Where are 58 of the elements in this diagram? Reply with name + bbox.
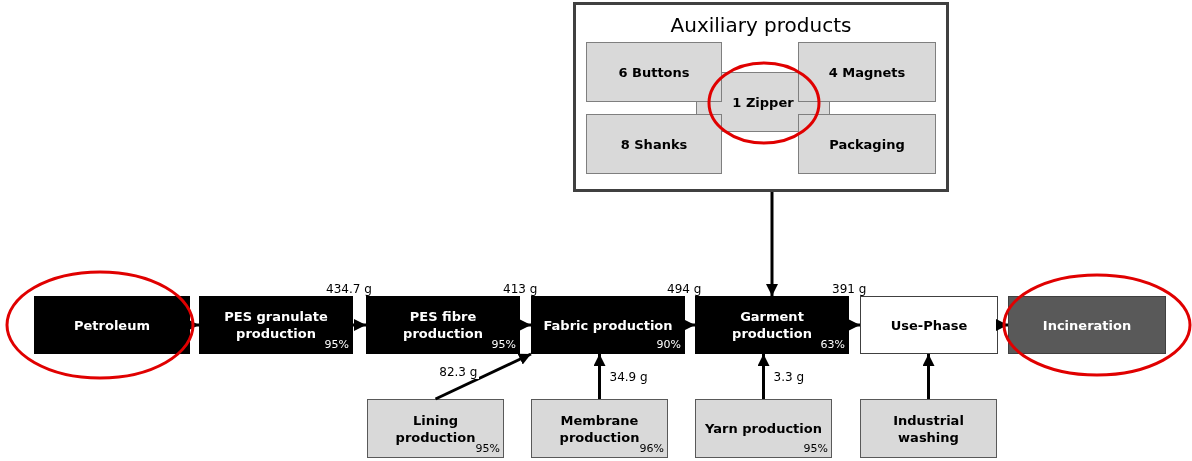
node-label: Lining production [394, 411, 476, 446]
edge-label: 434.7 g [324, 282, 374, 296]
arrow [683, 319, 695, 331]
process-box [860, 296, 998, 354]
arrow [757, 354, 770, 399]
node-label: 6 Buttons [617, 63, 691, 81]
edge-label: 82.3 g [437, 364, 480, 379]
percentage-label: 95% [491, 338, 516, 351]
process-box [34, 296, 190, 354]
node-label: Fabric production [542, 316, 674, 334]
node-label: Membrane production [558, 411, 640, 446]
process-box [367, 399, 504, 458]
arrow [922, 354, 935, 399]
process-box [586, 114, 722, 174]
percentage-label: 90% [656, 338, 681, 351]
process-box [798, 114, 936, 174]
node-label: Garment production [731, 308, 813, 342]
process-box [586, 42, 722, 102]
node-label: Packaging [828, 135, 906, 153]
edge-label: 3.3 g [771, 369, 806, 384]
arrow [848, 319, 860, 331]
group-box [573, 2, 949, 192]
arrow [519, 319, 531, 331]
node-label: Yarn production [704, 420, 823, 437]
node-label: Incineration [1041, 316, 1133, 334]
arrow [434, 352, 532, 401]
process-box [531, 399, 668, 458]
node-label: 8 Shanks [619, 135, 689, 153]
arrow [593, 354, 606, 399]
percentage-label: 95% [324, 338, 349, 351]
process-box [531, 296, 685, 354]
node-label: PES granulate production [223, 308, 328, 341]
percentage-label: 95% [803, 442, 828, 455]
edge-label: 391 g [830, 282, 869, 296]
node-label: PES fibre production [402, 308, 484, 342]
process-box [199, 296, 353, 354]
node-label: 1 Zipper [731, 93, 795, 111]
percentage-label: 63% [820, 338, 845, 351]
process-box [798, 42, 936, 102]
arrow [353, 319, 366, 331]
arrow [766, 192, 778, 296]
group-title: Auxiliary products [670, 13, 852, 37]
process-box [366, 296, 520, 354]
process-box [860, 399, 997, 458]
arrow [187, 319, 199, 331]
node-label: Petroleum [73, 316, 151, 334]
node-label: Use-Phase [889, 316, 969, 334]
process-box [695, 296, 849, 354]
node-label: 4 Magnets [827, 63, 907, 81]
edge-label: 494 g [665, 282, 704, 296]
process-box [695, 399, 832, 458]
edge-label: 413 g [501, 282, 540, 296]
edge-label: 34.9 g [607, 369, 650, 384]
percentage-label: 96% [639, 442, 664, 455]
arrow [996, 319, 1008, 331]
percentage-label: 95% [475, 442, 500, 455]
node-label: Industrial washing [892, 411, 965, 446]
process-box [1008, 296, 1166, 354]
